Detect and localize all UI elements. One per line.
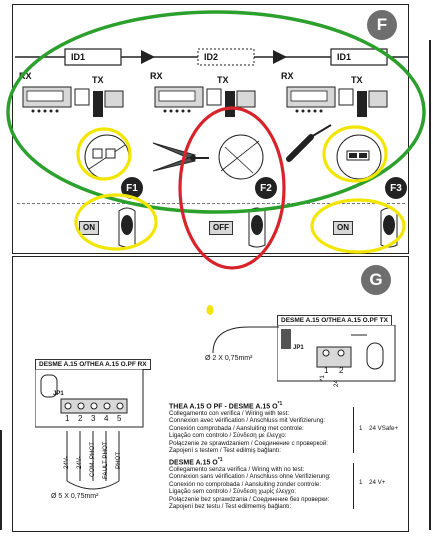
- rx-terminal-4: 4: [104, 414, 109, 423]
- section2-line: Connexion sans vérification / Anschluss …: [169, 473, 331, 481]
- section2-line: Połączenie bez sprawdzania / Соединение …: [169, 495, 330, 503]
- section1-value: 24 VSafe+: [369, 425, 399, 432]
- section1-line: Ligação com controlo / Σύνδεση με έλεγχο…: [169, 432, 287, 440]
- panel-g-letter: G: [361, 265, 391, 295]
- section1-bracket: [353, 407, 358, 453]
- switch-label-off: OFF: [209, 221, 233, 235]
- section1-line: Collegamento con verifica / Wiring with …: [169, 410, 290, 417]
- section1-superscript: *1: [277, 401, 283, 407]
- rx-cable-spec: Ø 5 X 0,75mm²: [51, 493, 99, 500]
- rx-jp-label: JP1: [53, 391, 64, 397]
- panel-f-letter: F: [367, 10, 397, 40]
- panel-g: G DESME A.15 O/THEA A.15 O.PF TX JP1 1 2…: [12, 256, 409, 532]
- detail-circle-2: [218, 134, 264, 180]
- id-label-3: ID1: [337, 52, 352, 62]
- switch-label-on-2: ON: [333, 221, 353, 235]
- id-label-1: ID1: [71, 52, 86, 62]
- photocell-icon-1: [118, 207, 136, 248]
- tx-cable-spec: Ø 2 X 0,75mm²: [205, 355, 253, 362]
- rx-cable-line: [66, 431, 120, 490]
- section2-lines: Collegamento senza verifica / Wiring wit…: [169, 466, 331, 510]
- section2-title-text: DESME A.15 O: [169, 459, 218, 467]
- tx-jp-label: JP1: [293, 345, 304, 351]
- screwdriver-icon: [286, 124, 332, 162]
- section2-title: DESME A.15 O*1: [169, 457, 223, 467]
- tx-wire-label-1: *1: [319, 375, 326, 381]
- id-label-2: ID2: [204, 52, 219, 62]
- panel-f-divider: [17, 203, 405, 204]
- section2-bracket: [353, 463, 358, 509]
- rx-terminal-2: 2: [78, 414, 83, 423]
- section2-line: Collegamento senza verifica / Wiring wit…: [169, 466, 305, 473]
- rx-label-1: RX: [19, 71, 32, 81]
- section2-superscript: *1: [217, 457, 223, 463]
- tx-board: [277, 325, 396, 382]
- rx-terminal-1: 1: [65, 414, 70, 423]
- tx-cable-line: [212, 326, 279, 354]
- section1-terminal: 1: [359, 425, 363, 432]
- step-f1-badge: F1: [121, 177, 143, 199]
- section1-line: Connexion avec vérification / Anschluss …: [169, 417, 326, 425]
- left-edge-line: [0, 430, 2, 530]
- detail-circle-3: [336, 134, 382, 180]
- section1-title-text: THEA A.15 O PF - DESME A.15 O: [169, 403, 278, 411]
- section2-value: 24 V+: [369, 479, 386, 486]
- rx-terminal-3: 3: [91, 414, 96, 423]
- section1-title: THEA A.15 O PF - DESME A.15 O*1: [169, 401, 282, 411]
- step-f3-badge: F3: [385, 177, 407, 199]
- switch-label-on-1: ON: [79, 221, 99, 235]
- section1-lines: Collegamento con verifica / Wiring with …: [169, 410, 328, 454]
- rx-terminal-5: 5: [117, 414, 122, 423]
- section2-line: Conexión no comprobada / Aansluiting zon…: [169, 480, 322, 488]
- section2-line: Zapojení bez testu / Test edilmemiş bağl…: [169, 503, 292, 511]
- detail-circle-1: [84, 134, 130, 180]
- rx-label-3: RX: [281, 71, 294, 81]
- right-edge-line: [429, 40, 431, 530]
- circuit-boards: [22, 86, 388, 117]
- rx-label-2: RX: [150, 71, 163, 81]
- section1-line: Połączenie ze sprawdzaniem / Соединение …: [169, 439, 329, 447]
- tx-terminal-1: 1: [324, 366, 329, 375]
- section2-terminal: 1: [359, 479, 363, 486]
- photocell-icon-2: [248, 207, 266, 248]
- photocell-icon-3: [380, 207, 398, 248]
- rx-board: [35, 369, 144, 428]
- tx-wire-label-2: 24: [333, 380, 340, 387]
- wire-cutter-icon: [152, 142, 209, 172]
- panel-f: F ID1 ID2 ID1 RX TX RX TX RX TX: [12, 4, 409, 254]
- tx-terminal-2: 2: [339, 366, 344, 375]
- section1-line: Conexión comprobada / Aansluiting met co…: [169, 424, 304, 432]
- section1-line: Zapojení s testem / Test edilmiş bağlant…: [169, 447, 282, 455]
- step-f2-badge: F2: [255, 177, 277, 199]
- section2-line: Ligação sem controlo / Σύνδεση χωρίς έλε…: [169, 488, 296, 496]
